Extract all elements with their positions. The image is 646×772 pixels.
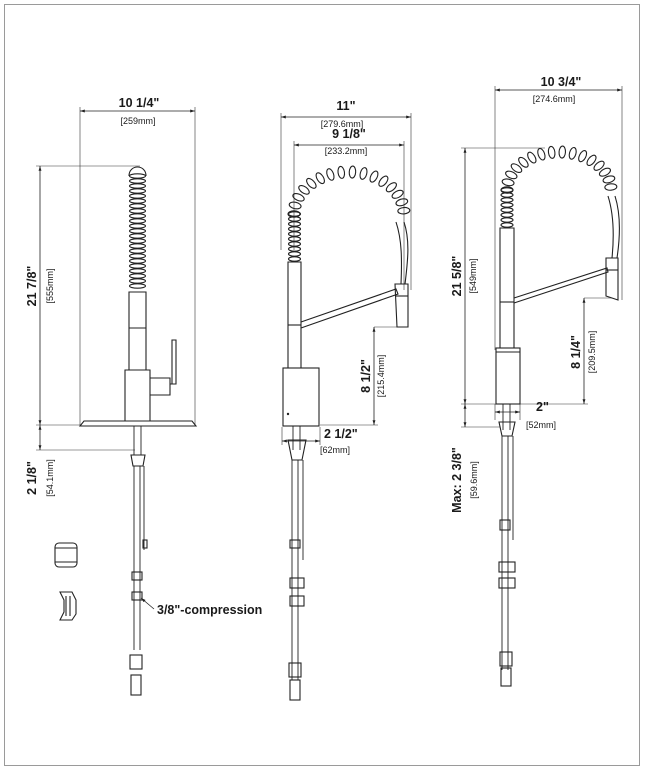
side-view: 10 1/4" [259mm] 21 7/8" [555mm] 2 1/8" […: [25, 96, 262, 696]
lever-handle: [170, 339, 177, 385]
front-clearance-in: 8 1/2": [359, 359, 373, 393]
faucet-body: [124, 369, 151, 421]
front-faucet-body: [282, 367, 320, 427]
side-below-mm: [54.1mm]: [45, 459, 55, 497]
side-width-mm: [259mm]: [120, 116, 155, 126]
handle-hub: [150, 377, 171, 396]
supply-connector-lower: [130, 674, 142, 696]
front-column: [287, 261, 302, 368]
supply-connector: [129, 654, 143, 670]
front-reach-mm: [279.6mm]: [321, 119, 364, 129]
side-height-in: 21 7/8": [25, 266, 39, 307]
coil-spring: [128, 166, 147, 289]
front-spout-in: 9 1/8": [332, 127, 366, 141]
compression-label: 3/8"-compression: [157, 603, 262, 617]
rotated-supply-connector: [500, 667, 512, 687]
rotated-clearance-mm: [209.5mm]: [587, 331, 597, 374]
mounting-nut: [130, 454, 146, 467]
rotated-mounting-nut: [498, 421, 516, 437]
rotated-column: [499, 227, 515, 348]
front-clearance-mm: [215.4mm]: [376, 355, 386, 398]
rotated-coil-spring: [500, 145, 618, 228]
rotated-view: 10 3/4" [274.6mm] 21 5/8" [549mm] 8 1/4"…: [450, 75, 623, 687]
side-width-in: 10 1/4": [119, 96, 160, 110]
front-spout-mm: [233.2mm]: [325, 146, 368, 156]
rotated-clearance-in: 8 1/4": [569, 335, 583, 369]
spray-head-dock: [300, 288, 399, 329]
rotated-height-mm: [549mm]: [468, 258, 478, 293]
rotated-max-mm: [59.6mm]: [469, 461, 479, 499]
rotated-base-in: 2": [536, 400, 549, 414]
rotated-max-in: Max: 2 3/8": [450, 447, 464, 513]
front-reach-in: 11": [336, 99, 355, 113]
rotated-base-mm: [52mm]: [526, 420, 556, 430]
side-below-in: 2 1/8": [25, 461, 39, 495]
front-supply-connector: [289, 679, 301, 701]
rotated-faucet-body: [495, 347, 521, 405]
front-base-mm: [62mm]: [320, 445, 350, 455]
front-view: 11" [279.6mm] 9 1/8" [233.2mm] 8 1/2" [2…: [280, 99, 412, 701]
rotated-height-in: 21 5/8": [450, 256, 464, 297]
drawing-frame: [4, 4, 640, 766]
side-height-mm: [555mm]: [45, 268, 55, 303]
rotated-width-in: 10 3/4": [541, 75, 582, 89]
front-base-in: 2 1/2": [324, 427, 358, 441]
deck-plate: [78, 420, 198, 427]
rotated-width-mm: [274.6mm]: [533, 94, 576, 104]
front-mounting-nut: [287, 439, 307, 461]
front-spray-head: [394, 283, 409, 328]
front-coil-spring: [287, 165, 411, 262]
rotated-spray-head: [605, 257, 619, 301]
clip-fitting: [59, 591, 77, 621]
column: [128, 291, 147, 370]
adapter-fitting: [54, 542, 78, 568]
